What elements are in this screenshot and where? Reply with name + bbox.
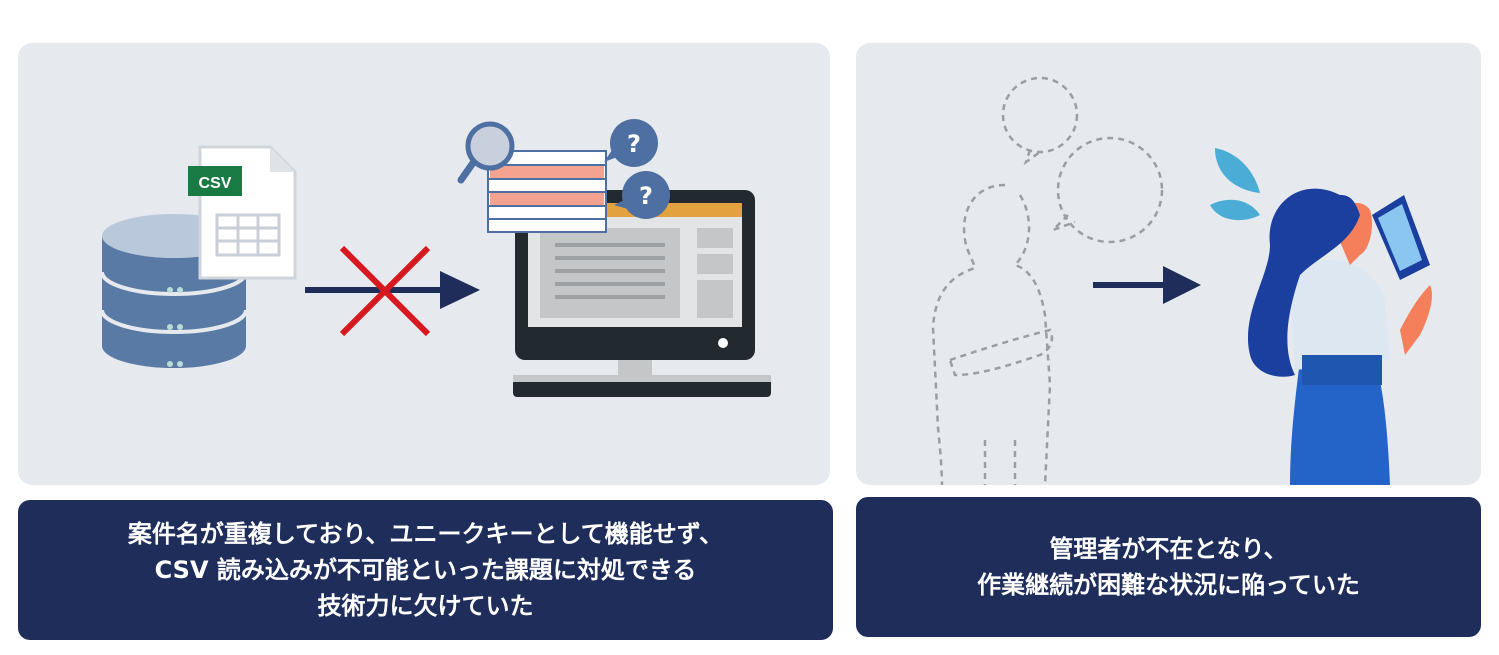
computer-monitor-icon [513, 190, 771, 397]
right-caption-line: 管理者が不在となり、 [1049, 535, 1288, 563]
arrow-icon [1093, 266, 1201, 304]
worried-woman-icon [1247, 188, 1432, 485]
csv-label: CSV [199, 175, 232, 192]
magnifier-icon [457, 121, 515, 184]
svg-text:?: ? [627, 130, 641, 158]
absent-person-outline-icon [931, 76, 1164, 485]
left-illustration-panel: CSV ? ? [18, 43, 830, 485]
right-caption: 管理者が不在となり、 作業継続が困難な状況に陥っていた [856, 497, 1481, 637]
left-caption-line: 技術力に欠けていた [317, 592, 534, 620]
left-caption-line: 案件名が重複しており、ユニークキーとして機能せず、 [127, 520, 724, 548]
arrow-icon [305, 271, 480, 309]
sweat-drop-icon [1210, 148, 1260, 221]
cross-icon [339, 245, 431, 337]
csv-import-failure-illustration: CSV ? ? [100, 119, 771, 397]
csv-file-icon [188, 145, 297, 280]
absent-manager-illustration [931, 76, 1432, 485]
left-caption: 案件名が重複しており、ユニークキーとして機能せず、 CSV 読み込みが不可能とい… [18, 500, 833, 640]
left-caption-line: CSV 読み込みが不可能といった課題に対処できる [154, 556, 697, 584]
right-illustration-panel [856, 43, 1481, 485]
question-bubble-icon: ? ? [604, 119, 670, 219]
data-table-icon [487, 150, 607, 233]
svg-text:?: ? [639, 182, 653, 210]
right-caption-line: 作業継続が困難な状況に陥っていた [977, 571, 1360, 599]
